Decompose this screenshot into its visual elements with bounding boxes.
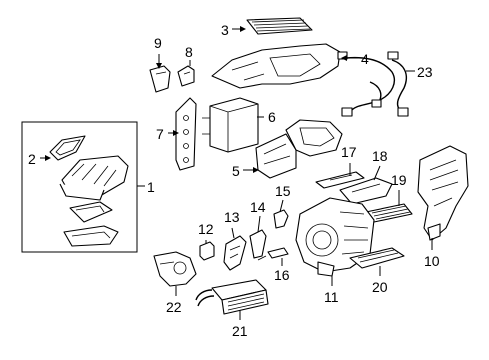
part-6-control-module [202,97,259,153]
callout-22: 22 [166,299,182,315]
part-14-lever [249,229,267,259]
part-16-sensor [257,247,289,261]
part-22-duct [153,251,197,287]
callout-10: 10 [424,253,440,269]
callout-2: 2 [28,151,36,167]
callout-17: 17 [341,144,357,160]
callout-15: 15 [275,183,291,199]
callout-12: 12 [198,221,214,237]
part-1-module-drawing [59,155,129,247]
callout-18: 18 [372,148,388,164]
part-3-cabin-filter [246,17,313,35]
part-23-wiring-harness [337,51,409,117]
callout-13: 13 [224,209,240,225]
part-20-heater-element [349,247,405,269]
part-17-seal [315,171,365,189]
callout-20: 20 [372,279,388,295]
callout-labels: 1 2 3 4 5 6 7 8 9 10 11 12 13 14 15 16 1… [28,22,440,339]
callout-6: 6 [268,109,276,125]
callout-21: 21 [232,323,248,339]
part-15-clip [273,209,289,229]
callout-23: 23 [417,64,433,80]
callout-5: 5 [232,163,240,179]
callout-11: 11 [324,289,339,305]
callout-19: 19 [391,172,407,188]
part-2-filter-door [49,135,86,161]
callout-9: 9 [154,35,162,51]
callout-4: 4 [361,51,369,67]
part-9-sensor [149,65,171,93]
part-5-duct-assembly [255,119,343,179]
part-10-side-duct [417,145,469,241]
leader-lines [40,26,433,320]
part-8-clip [177,65,195,87]
part-13-actuator [223,235,247,271]
part-7-bracket [175,97,197,171]
callout-1: 1 [147,179,155,195]
callout-14: 14 [250,199,266,215]
part-1-assembly-box [21,121,145,253]
part-12-block [199,241,215,261]
callout-3: 3 [221,22,229,38]
callout-7: 7 [156,126,164,142]
callout-16: 16 [274,267,290,283]
part-4-filter-housing [211,43,341,89]
callout-8: 8 [185,44,193,60]
part-21-heater-core [195,279,269,315]
